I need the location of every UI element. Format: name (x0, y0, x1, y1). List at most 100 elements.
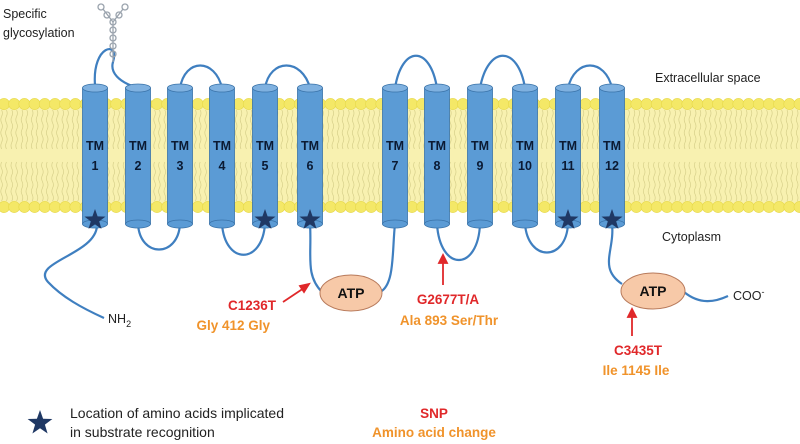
lipid-head (701, 98, 714, 110)
atp-binding-domain-1: ATP (319, 274, 383, 312)
lipid-head (8, 98, 21, 110)
lipid-tail (765, 109, 768, 150)
lipid-tail (510, 109, 513, 150)
helix-bottom (125, 219, 151, 229)
lipid-tail (755, 109, 758, 150)
lipid-tail (581, 109, 585, 150)
lipid-tail (673, 161, 676, 202)
tm-number-label: 5 (262, 159, 269, 173)
lipid-head (497, 98, 510, 110)
tm-number-label: 10 (518, 159, 532, 173)
lipid-tail (61, 109, 64, 150)
lipid-tail (15, 109, 18, 150)
lipid-tail (413, 161, 416, 202)
lipid-tail (71, 109, 75, 150)
lipid-head (457, 98, 469, 110)
legend-star-text-line2: in substrate recognition (70, 424, 215, 440)
lipid-head (691, 201, 704, 213)
lipid-head (18, 201, 31, 213)
lipid-head (783, 201, 796, 213)
lipid-tail (10, 161, 13, 202)
lipid-head (38, 201, 51, 213)
lipid-tail (745, 161, 748, 202)
helix-body (167, 87, 193, 225)
lipid-head (773, 201, 786, 213)
lipid-tail (408, 109, 411, 150)
lipid-tail (331, 109, 334, 150)
tm-number-label: 1 (92, 159, 99, 173)
lipid-tail (357, 109, 360, 150)
lipid-head (28, 98, 41, 110)
extracellular-label: Extracellular space (655, 71, 761, 85)
c-terminus-main: COO (733, 289, 762, 303)
lipid-tail (66, 161, 69, 202)
lipid-tail (632, 109, 636, 150)
lipid-head (151, 201, 163, 213)
lipid-tail (790, 109, 793, 150)
lipid-head (650, 98, 663, 110)
lipid-head (191, 201, 204, 213)
lipid-head (49, 201, 61, 213)
lipid-tail (204, 161, 207, 202)
lipid-head (650, 201, 663, 213)
lipid-tail (25, 161, 28, 202)
lipid-tail (286, 161, 289, 202)
lipid-head (630, 201, 643, 213)
lipid-tail (739, 109, 742, 150)
tm-number-label: 7 (392, 159, 399, 173)
lipid-head (773, 98, 786, 110)
lipid-tail (694, 109, 697, 150)
lipid-head (334, 98, 347, 110)
lipid-tail (0, 161, 3, 202)
snp-label: C1236T (228, 298, 277, 313)
lipid-tail (10, 109, 13, 150)
c-terminal-tail (683, 291, 729, 303)
lipid-head (18, 98, 31, 110)
lipid-tail (668, 161, 671, 202)
lipid-tail (25, 109, 28, 150)
lipid-tail (545, 161, 549, 202)
lipid-tail (464, 109, 467, 150)
lipid-tail (122, 109, 126, 150)
lipid-tail (500, 161, 503, 202)
lipid-tail (352, 109, 355, 150)
tm-helix-3: TM3 (167, 83, 193, 229)
tm-number-label: 12 (605, 159, 619, 173)
lipid-head (712, 98, 724, 110)
lipid-head (752, 98, 765, 110)
lipid-head (640, 201, 653, 213)
substrate-recognition-stars (84, 209, 623, 229)
glycosylation-label-line1: Specific (3, 7, 47, 21)
helix-top (82, 83, 108, 93)
lipid-tail (643, 161, 646, 202)
lipid-tail (326, 161, 330, 202)
lipid-tail (362, 161, 365, 202)
legend-amino-acid-change-label: Amino acid change (372, 425, 496, 440)
lipid-tail (464, 161, 467, 202)
lipid-tail (76, 161, 79, 202)
helix-bottom (382, 219, 408, 229)
tm-helix-7: TM7 (382, 83, 408, 229)
lipid-head (0, 201, 10, 213)
lipid-tail (0, 109, 3, 150)
lipid-head (28, 201, 41, 213)
lipid-tail (56, 161, 59, 202)
lipid-tail (749, 161, 753, 202)
lipid-tail (653, 109, 656, 150)
lipid-tail (729, 161, 732, 202)
lipid-tail (627, 161, 630, 202)
helix-top (252, 83, 278, 93)
helix-body (599, 87, 625, 225)
helix-top (382, 83, 408, 93)
lipid-tail (658, 161, 661, 202)
lipid-tail (658, 109, 661, 150)
tm-number-label: 6 (307, 159, 314, 173)
tm-number-label: 11 (561, 159, 574, 173)
lipid-tail (663, 161, 666, 202)
lipid-head (630, 98, 643, 110)
lipid-tail (449, 109, 452, 150)
lipid-tail (694, 161, 697, 202)
lipid-head (457, 201, 469, 213)
